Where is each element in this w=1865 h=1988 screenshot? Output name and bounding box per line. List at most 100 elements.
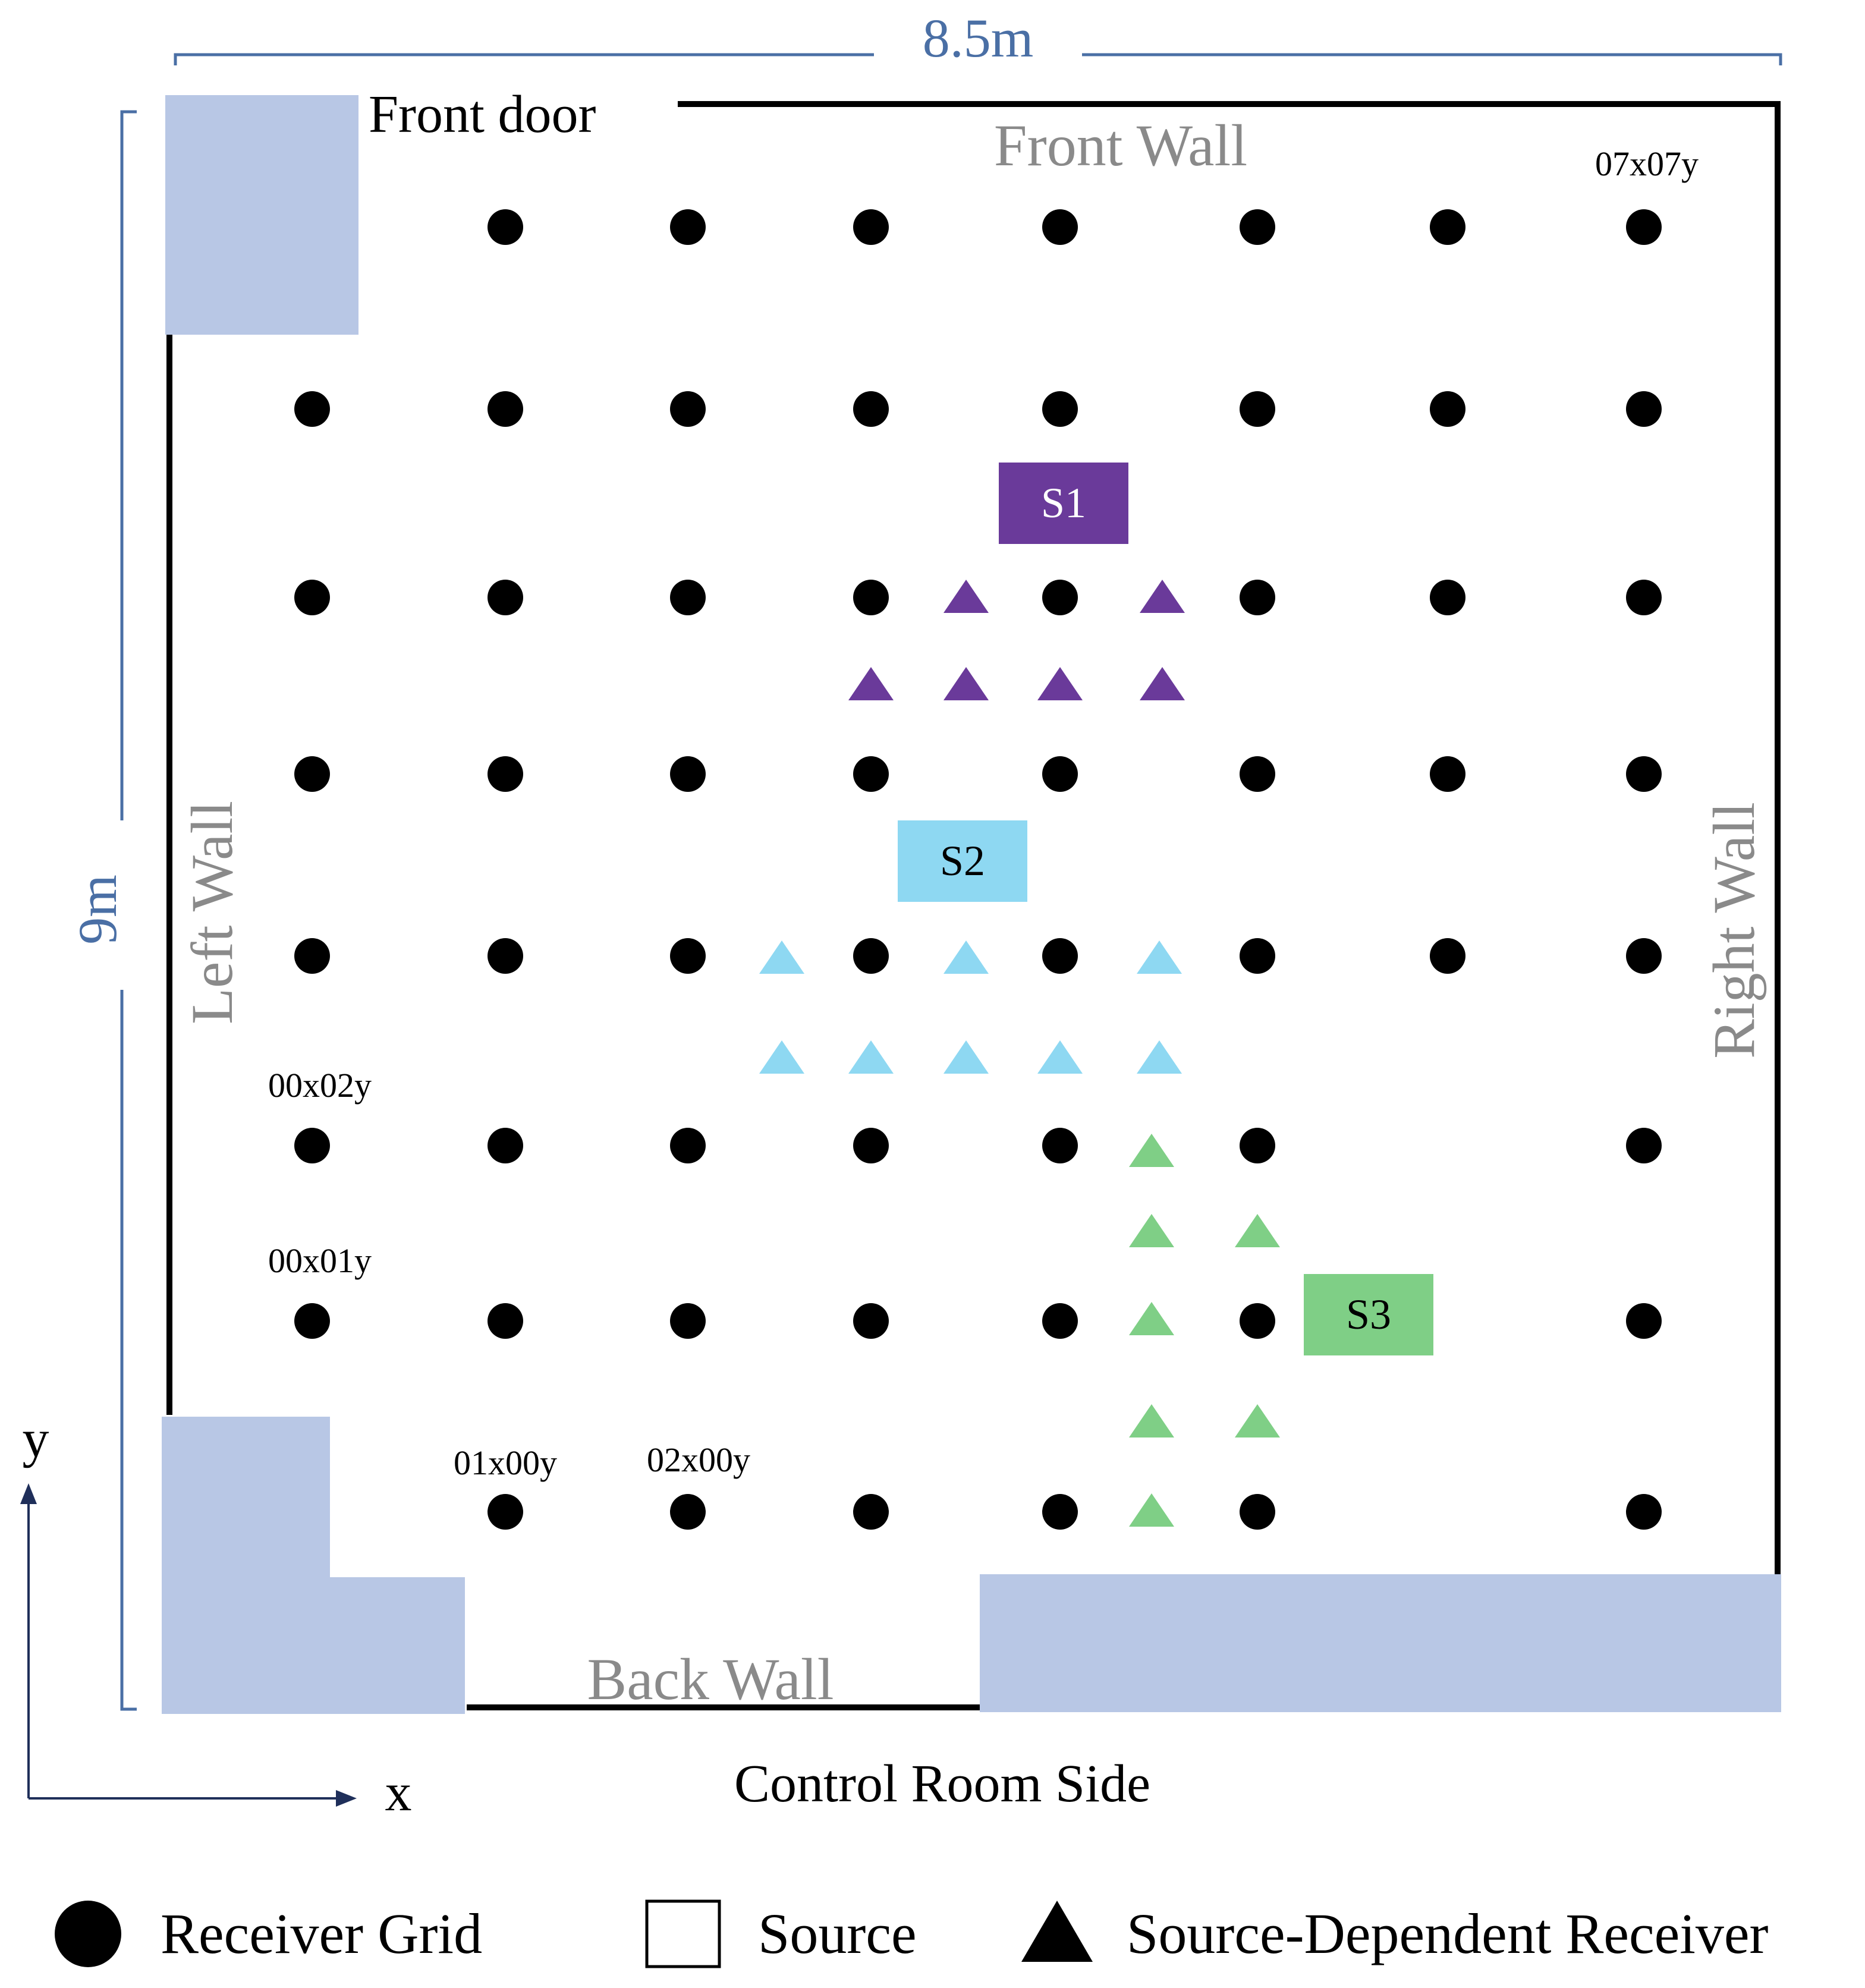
legend-receiver-dot-icon [55, 1901, 121, 1967]
receiver-dot [1626, 1128, 1662, 1163]
receiver-dot [1430, 938, 1465, 974]
s1-receiver-triangle [848, 667, 894, 700]
receiver-dot [1626, 1494, 1662, 1530]
legend-sdr-label: Source-Dependent Receiver [1127, 1902, 1769, 1965]
grid-position-labels: 07x07y 00x02y 00x01y 01x00y 02x00y [268, 144, 1699, 1482]
s3-receiver-triangle [1129, 1134, 1174, 1167]
receiver-dot [488, 1128, 523, 1163]
receiver-dot [853, 1303, 889, 1339]
receiver-dot [294, 938, 330, 974]
receiver-dot [1042, 580, 1078, 615]
receiver-dot [1240, 580, 1275, 615]
s1-receiver-triangle [1037, 667, 1083, 700]
receiver-dot [1240, 209, 1275, 245]
s1-receiver-triangle [943, 580, 989, 613]
receiver-dot [1240, 1303, 1275, 1339]
receiver-dot [1042, 1303, 1078, 1339]
receiver-dot [1042, 756, 1078, 792]
source-dependent-receivers [759, 580, 1280, 1527]
s1-receiver-triangle [943, 667, 989, 700]
receiver-dot [670, 756, 706, 792]
receiver-dot [488, 938, 523, 974]
receiver-dot [1626, 209, 1662, 245]
legend-triangle-icon [1021, 1901, 1093, 1962]
receiver-dot [670, 1303, 706, 1339]
source-s3-label: S3 [1346, 1291, 1391, 1338]
grid-label-01x00y: 01x00y [454, 1443, 557, 1482]
receiver-dot [1626, 756, 1662, 792]
source-s2-box [898, 820, 1027, 902]
receiver-dot [1626, 1303, 1662, 1339]
s3-receiver-triangle [1129, 1404, 1174, 1437]
legend-receiver-grid-label: Receiver Grid [161, 1902, 482, 1965]
receiver-dot [853, 1128, 889, 1163]
receiver-dot [670, 938, 706, 974]
receiver-dot [1042, 391, 1078, 427]
receiver-dot [1430, 209, 1465, 245]
control-room-label: Control Room Side [734, 1754, 1150, 1813]
grid-label-07x07y: 07x07y [1595, 144, 1699, 183]
receiver-dot [1430, 391, 1465, 427]
receiver-grid [294, 209, 1662, 1530]
receiver-dot [294, 391, 330, 427]
receiver-dot [294, 756, 330, 792]
receiver-dot [488, 580, 523, 615]
s2-receiver-triangle [1037, 1040, 1083, 1074]
s3-receiver-triangle [1235, 1214, 1280, 1247]
axis-indicator [27, 1492, 339, 1800]
receiver-dot [670, 1128, 706, 1163]
bottom-left-block [162, 1417, 465, 1714]
s1-receiver-triangle [1140, 667, 1185, 700]
receiver-dot [1240, 938, 1275, 974]
source-s2: S2 [898, 820, 1027, 902]
receiver-dot [488, 391, 523, 427]
grid-label-02x00y: 02x00y [647, 1440, 750, 1479]
receiver-dot [1626, 391, 1662, 427]
receiver-dot [1240, 391, 1275, 427]
legend-source-box-icon [645, 1899, 721, 1968]
receiver-dot [1240, 756, 1275, 792]
width-label: 8.5m [923, 8, 1034, 68]
source-s1-box [999, 463, 1128, 544]
receiver-dot [853, 756, 889, 792]
receiver-dot [853, 209, 889, 245]
source-s3: S3 [1304, 1274, 1433, 1355]
receiver-dot [670, 580, 706, 615]
width-dimension [174, 53, 1782, 65]
s1-receiver-triangle [1140, 580, 1185, 613]
receiver-dot [1626, 938, 1662, 974]
s3-receiver-triangle [1129, 1493, 1174, 1527]
room-walls [166, 101, 1781, 1710]
receiver-dot [1042, 209, 1078, 245]
top-left-block [165, 95, 358, 335]
receiver-dot [853, 1494, 889, 1530]
height-label: 9m [67, 875, 128, 945]
s2-receiver-triangle [759, 940, 804, 974]
x-axis-label: x [385, 1763, 412, 1822]
s2-receiver-triangle [943, 940, 989, 974]
source-s2-label: S2 [940, 837, 985, 885]
y-axis-arrow-icon [20, 1483, 37, 1504]
receiver-dot [853, 938, 889, 974]
receiver-dot [853, 580, 889, 615]
receiver-dot [488, 1303, 523, 1339]
receiver-dot [1042, 1128, 1078, 1163]
receiver-dot [1430, 580, 1465, 615]
receiver-dot [488, 756, 523, 792]
source-s1: S1 [999, 463, 1128, 544]
receiver-dot [670, 209, 706, 245]
front-wall-line [678, 101, 1781, 1575]
left-wall-label: Left Wall [179, 801, 245, 1024]
grid-label-00x01y: 00x01y [268, 1241, 372, 1280]
receiver-dot [1430, 756, 1465, 792]
legend-source-label: Source [758, 1902, 917, 1965]
s2-receiver-triangle [943, 1040, 989, 1074]
back-wall-label: Back Wall [587, 1646, 834, 1712]
bottom-right-block [980, 1574, 1781, 1712]
receiver-dot [294, 1303, 330, 1339]
receiver-dot [294, 580, 330, 615]
x-axis-arrow-icon [336, 1790, 357, 1807]
receiver-dot [853, 391, 889, 427]
height-dimension [120, 110, 137, 1711]
